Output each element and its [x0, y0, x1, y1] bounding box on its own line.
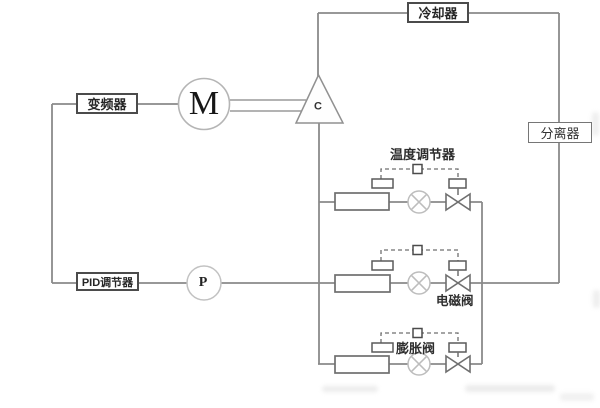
flow-indicator-icon	[407, 190, 431, 214]
sensor-box-left	[371, 178, 394, 189]
flow-indicator-icon	[407, 271, 431, 295]
valve-icon	[445, 273, 471, 293]
artifact-smudge	[322, 386, 378, 392]
controller-node	[412, 327, 423, 339]
compressor-triangle	[294, 73, 345, 124]
sensor-box-right	[448, 178, 467, 189]
evaporator-rect	[334, 355, 390, 374]
branch-row-3	[334, 327, 471, 376]
separator-box: 分离器	[528, 122, 592, 143]
pid-controller-box: PID调节器	[76, 272, 139, 291]
valve-icon	[445, 354, 471, 374]
valve-icon	[445, 192, 471, 212]
branch-row-2	[334, 244, 471, 295]
cooler-box: 冷却器	[407, 2, 469, 23]
sensor-box-right	[448, 260, 467, 271]
artifact-smudge	[560, 393, 594, 401]
motor-letter: M	[188, 85, 220, 122]
evaporator-rect	[334, 274, 391, 293]
artifact-smudge	[592, 112, 599, 136]
branch-row-1	[334, 163, 471, 214]
artifact-smudge	[593, 290, 600, 308]
controller-node	[412, 163, 423, 175]
inverter-box: 变频器	[76, 93, 138, 114]
temperature-regulator-label: 温度调节器	[390, 147, 456, 162]
controller-node	[412, 244, 423, 256]
pipe-lines	[51, 12, 560, 365]
artifact-smudge	[465, 385, 555, 392]
motor-circle	[177, 77, 231, 131]
pressure-sensor-letter: P	[198, 275, 208, 290]
sensor-box-left	[371, 342, 394, 353]
solenoid-valve-label: 电磁阀	[436, 294, 474, 308]
flow-indicator-icon	[407, 352, 431, 376]
signal-dashed-link	[380, 168, 459, 179]
expansion-valve-label: 膨胀阀	[396, 341, 436, 356]
motor-shaft	[230, 99, 306, 112]
compressor-letter: C	[314, 100, 322, 113]
sensor-box-left	[371, 260, 394, 271]
evaporator-rect	[334, 192, 390, 211]
signal-dashed-link	[380, 332, 459, 343]
sensor-box-right	[448, 342, 467, 353]
pressure-sensor-circle	[186, 265, 222, 301]
